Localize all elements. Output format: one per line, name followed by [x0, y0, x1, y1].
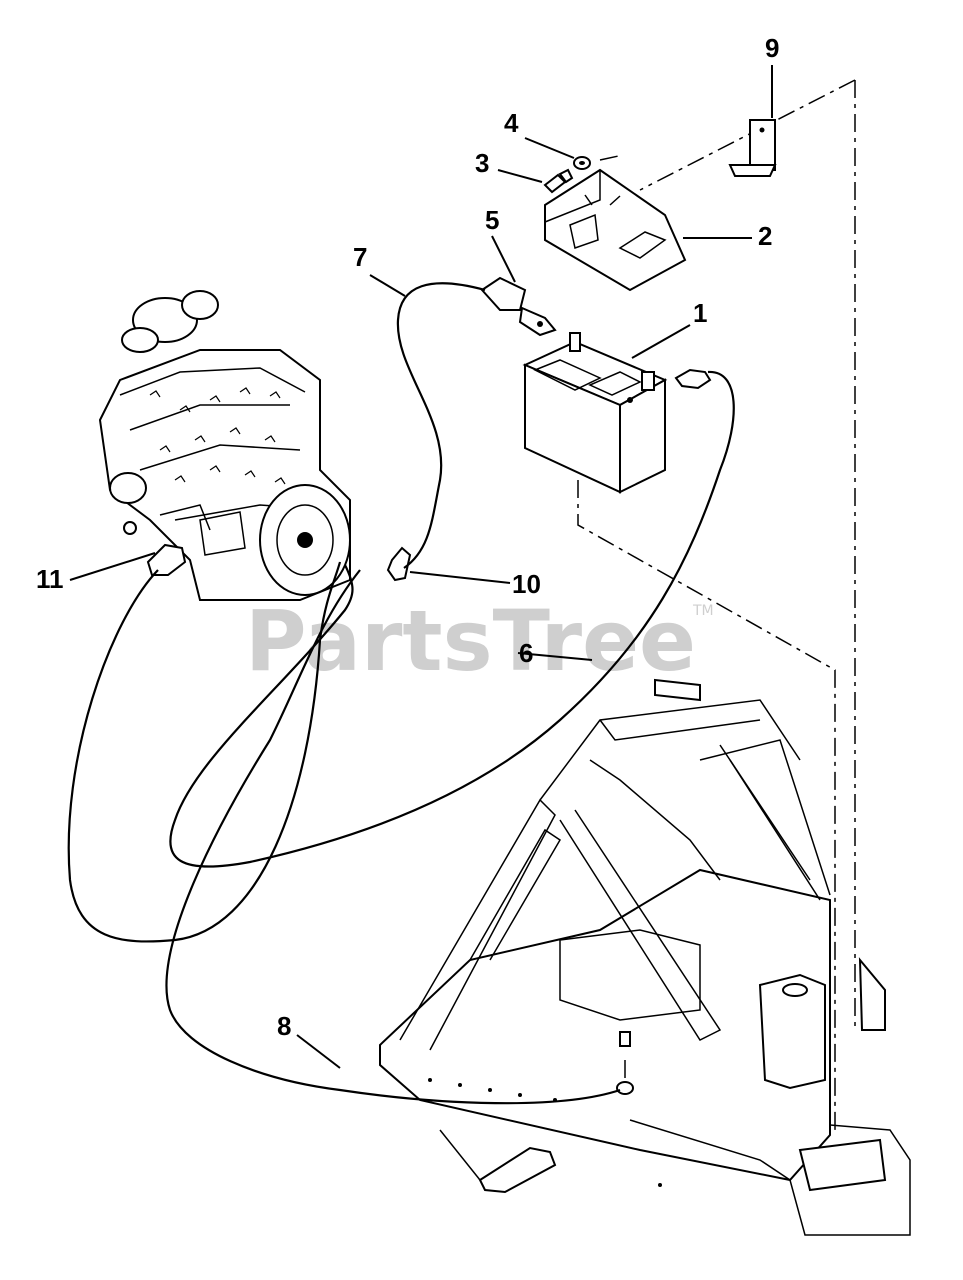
callout-9: 9	[765, 33, 779, 63]
watermark-text: PartsTree	[245, 592, 696, 690]
battery	[522, 332, 668, 494]
callout-3: 3	[475, 148, 489, 178]
ground-pin	[439, 1129, 557, 1194]
starter-cable	[67, 561, 342, 943]
positive-cable	[396, 282, 486, 569]
battery-cover	[544, 168, 687, 292]
callout-7: 7	[353, 242, 367, 272]
callout-2: 2	[758, 221, 772, 251]
positive-clamp	[674, 368, 712, 390]
callout-11: 11	[36, 564, 64, 594]
washer	[573, 156, 591, 170]
callout-4: 4	[504, 108, 519, 138]
callouts: 1 2 3 4 5 6 7 8 9 10 11	[36, 33, 779, 1041]
watermark-trademark: TM	[692, 603, 714, 619]
frame	[379, 678, 911, 1236]
ground-cable	[169, 370, 735, 868]
callout-6: 6	[519, 638, 533, 668]
terminal-boot	[480, 276, 557, 337]
leader-lines	[69, 65, 773, 1069]
bolt	[543, 168, 574, 194]
engine	[98, 290, 351, 601]
bracket	[728, 119, 777, 177]
callout-8: 8	[277, 1011, 291, 1041]
cable-clip	[386, 546, 412, 582]
callout-10: 10	[512, 569, 541, 599]
starter	[123, 521, 187, 576]
frame-ground-terminal	[616, 1031, 634, 1095]
callout-5: 5	[485, 205, 499, 235]
callout-1: 1	[693, 298, 707, 328]
engine-ground-cable	[165, 569, 621, 1105]
guide-lines	[577, 79, 856, 1130]
